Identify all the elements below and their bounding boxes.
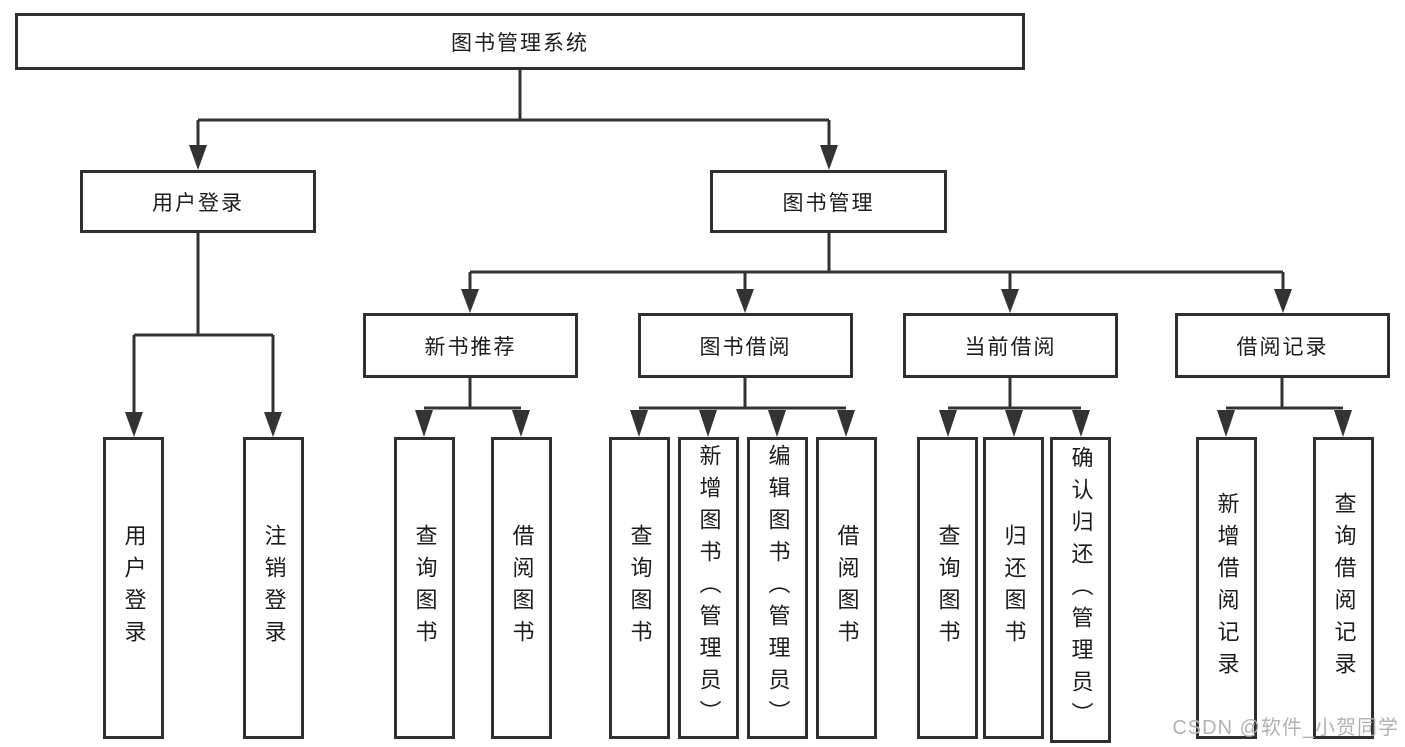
node-borrow-book-recommend: 借阅图书 <box>491 437 552 739</box>
node-add-borrow-record: 新增借阅记录 <box>1196 437 1257 739</box>
node-user-login: 用户登录 <box>80 170 316 233</box>
node-label: 查询图书 <box>935 524 961 652</box>
node-label: 编辑图书（管理员） <box>765 444 791 732</box>
node-label: 借阅图书 <box>509 524 535 652</box>
node-label: 新增图书（管理员） <box>696 444 722 732</box>
node-label: 新书推荐 <box>424 335 517 359</box>
node-label: 借阅记录 <box>1236 335 1329 359</box>
node-label: 当前借阅 <box>964 335 1057 359</box>
node-label: 用户登录 <box>121 524 147 652</box>
node-label: 用户登录 <box>152 191 244 215</box>
node-book-management: 图书管理 <box>710 170 947 233</box>
node-label: 图书管理 <box>782 191 875 215</box>
node-add-book-admin: 新增图书（管理员） <box>678 437 739 739</box>
node-borrow-book-leaf: 借阅图书 <box>816 437 877 739</box>
node-label: 确认归还（管理员） <box>1068 446 1094 734</box>
node-query-book-borrow: 查询图书 <box>609 437 670 739</box>
node-query-book-current: 查询图书 <box>917 437 978 739</box>
node-query-borrow-record: 查询借阅记录 <box>1313 437 1374 739</box>
node-root-system: 图书管理系统 <box>15 13 1025 70</box>
node-label: 注销登录 <box>261 524 287 652</box>
node-user-login-leaf: 用户登录 <box>103 437 164 739</box>
node-label: 图书管理系统 <box>451 31 589 55</box>
node-label: 借阅图书 <box>834 524 860 652</box>
node-label: 图书借阅 <box>699 335 792 359</box>
node-book-borrowing: 图书借阅 <box>638 313 853 378</box>
node-confirm-return-admin: 确认归还（管理员） <box>1050 437 1111 743</box>
node-query-book-recommend: 查询图书 <box>394 437 455 739</box>
node-label: 查询图书 <box>412 524 438 652</box>
node-current-borrowing: 当前借阅 <box>903 313 1118 378</box>
node-label: 查询图书 <box>627 524 653 652</box>
csdn-watermark: CSDN @软件_小贺同学 <box>1172 717 1399 739</box>
node-borrowing-records: 借阅记录 <box>1175 313 1390 378</box>
node-logout-leaf: 注销登录 <box>243 437 304 739</box>
node-label: 新增借阅记录 <box>1214 492 1240 684</box>
node-edit-book-admin: 编辑图书（管理员） <box>747 437 808 739</box>
node-label: 查询借阅记录 <box>1331 492 1357 684</box>
node-return-book: 归还图书 <box>983 437 1044 739</box>
node-label: 归还图书 <box>1001 524 1027 652</box>
node-new-book-recommend: 新书推荐 <box>363 313 578 378</box>
